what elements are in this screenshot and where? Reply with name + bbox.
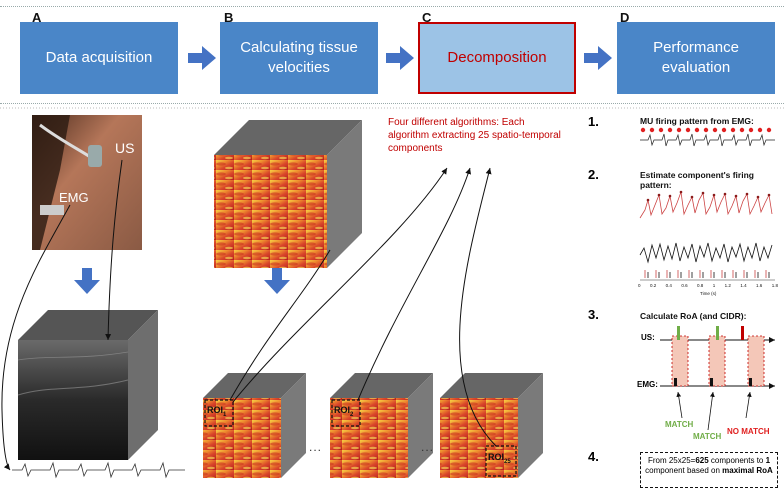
time-tick: 0.8 <box>697 283 704 288</box>
decomposition-note: Four different algorithms: Each algorith… <box>388 117 561 154</box>
panel-letter-c: C <box>422 10 432 25</box>
time-axis-label: Time (s) <box>700 291 717 296</box>
box-label: Decomposition <box>447 49 547 66</box>
step-number-2: 2. <box>588 167 599 182</box>
connector-emg <box>1 204 71 471</box>
note-text: components to <box>708 456 766 465</box>
time-axis-ticks: 0 0.2 0.4 0.6 0.8 1 1.2 1.4 1.6 1.8 <box>638 283 778 288</box>
roi-cube-1 <box>203 373 306 478</box>
flow-arrow-c-d <box>584 46 612 70</box>
step-title-1: MU firing pattern from EMG: <box>640 116 754 126</box>
emg-electrode-label: EMG <box>59 190 89 205</box>
panel-letter-a: A <box>32 10 42 25</box>
roi-label-25: ROI25 <box>488 452 511 465</box>
step-number-4: 4. <box>588 449 599 464</box>
emg-trace <box>12 461 185 479</box>
connector-us <box>105 159 123 341</box>
connector-roi25-alg <box>459 167 497 447</box>
box-decomposition: Decomposition <box>418 22 576 94</box>
step-title-2: Estimate component's firing pattern: <box>640 170 754 190</box>
time-tick: 1.4 <box>740 283 747 288</box>
roa-diagram <box>660 326 775 431</box>
final-selection-note: From 25x25=625 components to 1 component… <box>640 452 778 488</box>
roa-us-label: US: <box>641 333 655 342</box>
ellipsis-2: ... <box>421 440 435 454</box>
connector-roi2-alg <box>357 167 472 401</box>
roi-cube-2 <box>330 373 433 478</box>
time-tick: 1 <box>712 283 716 288</box>
us-probe-label: US <box>115 140 135 156</box>
roa-emg-label: EMG: <box>637 380 658 389</box>
note-bold-one: 1 <box>765 456 771 465</box>
velocity-cube <box>214 120 362 268</box>
no-match-label: NO MATCH <box>727 427 770 436</box>
time-tick: 0.4 <box>665 283 672 288</box>
ultrasound-cube <box>17 310 158 460</box>
match-label-1: MATCH <box>665 420 694 429</box>
box-tissue-velocities: Calculating tissue velocities <box>220 22 378 94</box>
roi-label-2: ROI2 <box>334 405 354 418</box>
note-bold-roa: maximal RoA <box>722 466 773 475</box>
flow-arrow-b-c <box>386 46 414 70</box>
note-text: component based on <box>645 466 723 475</box>
time-tick: 0 <box>638 283 641 288</box>
note-text: From 25x25= <box>647 456 696 465</box>
time-tick: 1.2 <box>724 283 731 288</box>
time-tick: 1.8 <box>771 283 778 288</box>
connector-cube-rois <box>229 249 331 401</box>
step-number-1: 1. <box>588 114 599 129</box>
match-label-2: MATCH <box>693 432 722 441</box>
panel-letter-d: D <box>620 10 630 25</box>
box-data-acquisition: Data acquisition <box>20 22 178 94</box>
mu-firing-plot <box>640 127 775 147</box>
roi-cube-25 <box>440 373 543 478</box>
ellipsis-1: ... <box>309 440 323 454</box>
connector-roi1-alg <box>232 167 448 403</box>
arm-photo <box>32 115 142 250</box>
flow-arrow-a-b <box>188 46 216 70</box>
note-bold-count: 625 <box>695 456 709 465</box>
box-label: Data acquisition <box>45 49 153 66</box>
box-label: Performance evaluation <box>653 39 739 76</box>
down-arrow-b <box>264 268 290 294</box>
step-number-3: 3. <box>588 307 599 322</box>
panel-letter-b: B <box>224 10 234 25</box>
time-tick: 1.6 <box>756 283 763 288</box>
roi-label-1: ROI1 <box>207 405 227 418</box>
time-tick: 0.6 <box>681 283 688 288</box>
time-tick: 0.2 <box>649 283 657 288</box>
box-label: Calculating tissue velocities <box>240 39 358 76</box>
box-performance-evaluation: Performance evaluation <box>617 22 775 94</box>
down-arrow-a <box>74 268 100 294</box>
component-firing-plot <box>639 190 775 281</box>
step-title-3: Calculate RoA (and CIDR): <box>640 311 747 321</box>
header-band <box>0 6 784 104</box>
